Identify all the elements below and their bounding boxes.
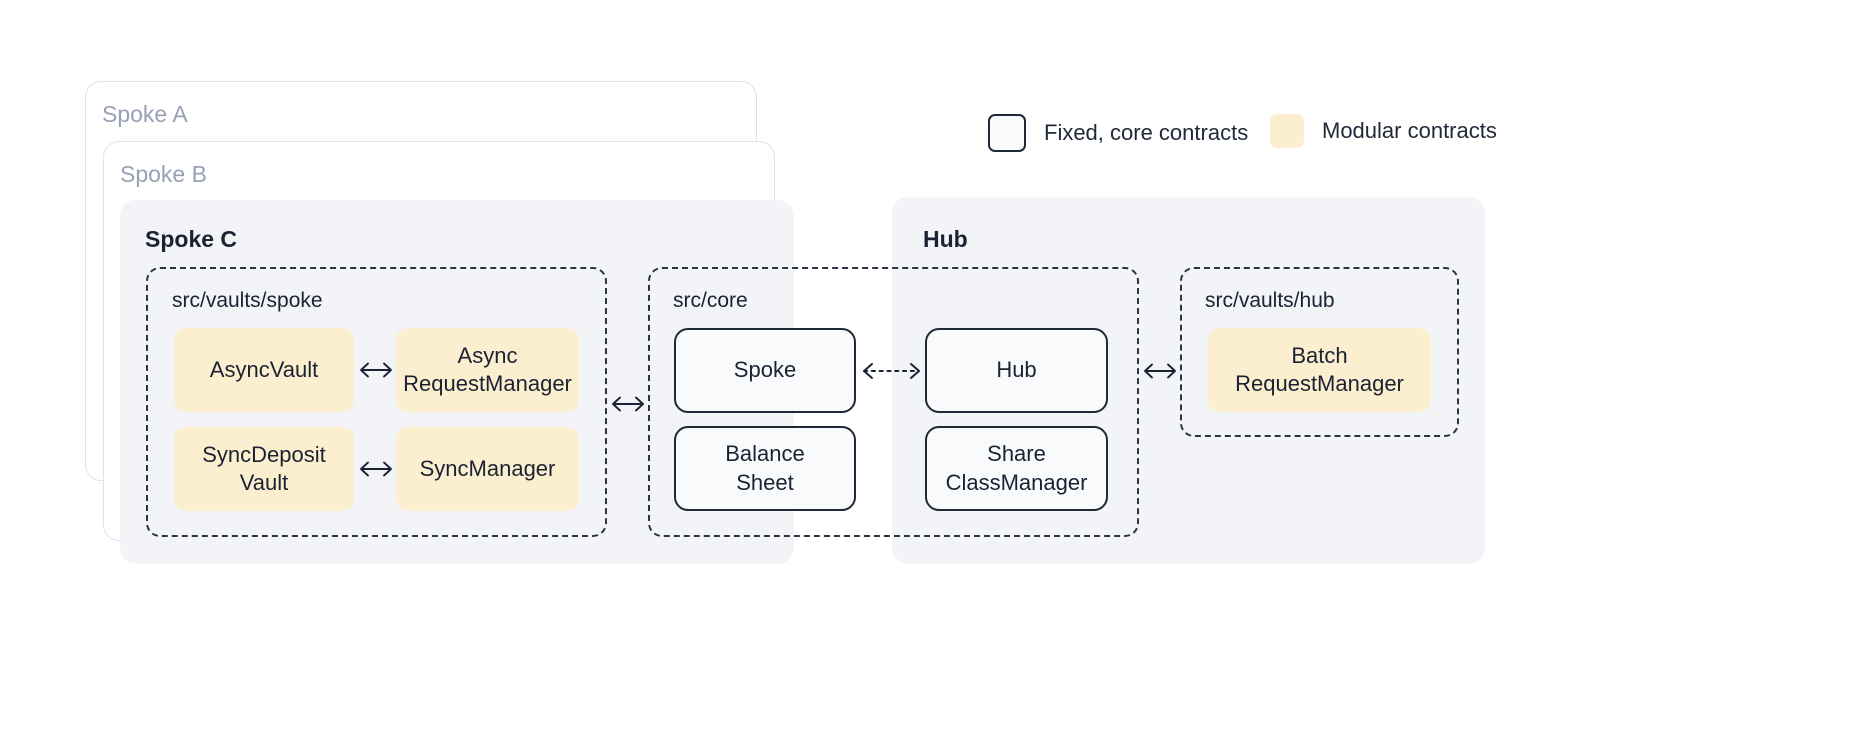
group-src-vaults-hub: [1180, 267, 1459, 437]
group-src-vaults-spoke-label: src/vaults/spoke: [172, 289, 323, 312]
arrow-spoke-vaults-to-core: [609, 388, 647, 420]
group-src-core: [648, 267, 1139, 537]
arrow-sync-deposit-vault-sync-manager: [357, 453, 395, 485]
node-sync-manager[interactable]: SyncManager: [396, 427, 579, 511]
spoke-card-a-title: Spoke A: [102, 101, 188, 127]
bidirectional-arrow-icon: [360, 362, 392, 378]
arrow-core-to-hub-vaults: [1141, 355, 1179, 387]
spoke-card-b-title: Spoke B: [120, 161, 207, 187]
node-spoke-label: Spoke: [733, 357, 797, 383]
node-balance-sheet[interactable]: Balance Sheet: [674, 426, 856, 511]
group-src-vaults-hub-label: src/vaults/hub: [1205, 289, 1335, 312]
node-async-vault[interactable]: AsyncVault: [174, 328, 354, 412]
node-batch-request-manager[interactable]: Batch RequestManager: [1208, 328, 1431, 412]
arrow-spoke-to-hub-dotted: [858, 355, 925, 387]
node-async-vault-label: AsyncVault: [209, 356, 319, 382]
bidirectional-arrow-icon: [1144, 363, 1176, 379]
bidirectional-arrow-icon: [360, 461, 392, 477]
legend-swatch-modular-icon: [1270, 114, 1304, 148]
node-share-class-manager[interactable]: Share ClassManager: [925, 426, 1108, 511]
legend-label-core: Fixed, core contracts: [1044, 120, 1249, 145]
panel-hub-title: Hub: [923, 226, 968, 252]
arrow-async-vault-async-request-manager: [357, 354, 395, 386]
bidirectional-arrow-icon: [612, 396, 644, 412]
node-batch-request-manager-label-line1: Batch: [1291, 342, 1348, 368]
node-async-request-manager-label-line1: Async: [457, 342, 518, 368]
legend-item-core: Fixed, core contracts: [988, 114, 1248, 152]
node-balance-sheet-label-line2: Sheet: [736, 469, 794, 495]
legend-item-modular: Modular contracts: [1270, 114, 1497, 148]
group-src-vaults-spoke: [146, 267, 607, 537]
group-src-core-label: src/core: [673, 289, 748, 312]
node-hub-label: Hub: [996, 357, 1037, 383]
node-batch-request-manager-label-line2: RequestManager: [1235, 371, 1404, 396]
node-sync-deposit-vault-label-line2: Vault: [239, 470, 289, 495]
node-sync-manager-label: SyncManager: [419, 455, 556, 481]
node-sync-deposit-vault-label-line1: SyncDeposit: [202, 441, 326, 467]
node-async-request-manager[interactable]: Async RequestManager: [396, 328, 579, 412]
node-sync-deposit-vault[interactable]: SyncDeposit Vault: [174, 427, 354, 511]
node-hub[interactable]: Hub: [925, 328, 1108, 413]
panel-spoke-c-title: Spoke C: [145, 226, 238, 252]
legend-swatch-core-icon: [988, 114, 1026, 152]
node-balance-sheet-label-line1: Balance: [725, 441, 805, 467]
bidirectional-dotted-arrow-icon: [863, 363, 920, 379]
node-share-class-manager-label-line1: Share: [987, 441, 1046, 467]
node-async-request-manager-label-line2: RequestManager: [403, 371, 572, 396]
node-spoke[interactable]: Spoke: [674, 328, 856, 413]
legend-label-modular: Modular contracts: [1322, 118, 1497, 143]
node-share-class-manager-label-line2: ClassManager: [945, 469, 1088, 495]
